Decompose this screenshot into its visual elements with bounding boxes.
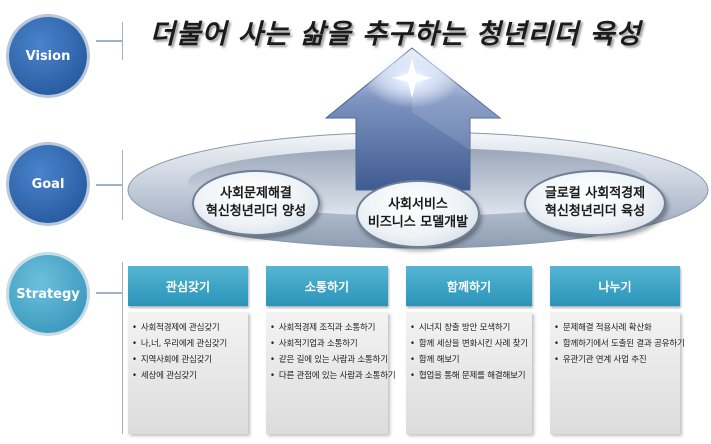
strategy-item: 같은 길에 있는 사람과 소통하기 [270,352,388,368]
vision-circle: Vision [6,14,90,98]
strategy-circle: Strategy [6,252,90,336]
strategy-item: 사회적기업과 소통하기 [270,336,382,352]
goal-item-1: 사회문제해결 혁신청년리더 양성 [192,170,320,236]
goal-bracket-line [96,184,123,186]
strategy-item: 함께 해보기 [410,352,526,368]
goal-item-line2: 혁신청년리더 양성 [205,204,307,219]
goal-item-line2: 혁신청년리더 육성 [544,204,646,219]
goal-item-line1: 사회문제해결 [220,186,292,201]
goal-item-line1: 사회서비스 [388,197,448,212]
strategy-item: 협업을 통해 문제를 해결해보기 [410,368,526,384]
vision-bracket-line [96,40,123,42]
strategy-header-3: 함께하기 [406,266,532,306]
strategy-item: 다른 관점에 있는 사람과 소통하기 [270,368,396,384]
strategy-label: Strategy [16,286,80,302]
strategy-body-4: 문제해결 적용사례 확산화 함께하기에서 도출된 결과 공유하기 유관기관 연계… [550,312,685,434]
strategy-bracket [122,262,123,434]
strategy-body-3: 시너지 창출 방안 모색하기 함께 세상을 변화시킨 사례 찾기 함께 해보기 … [406,312,532,434]
strategy-item: 문제해결 적용사례 확산화 [554,320,674,336]
strategy-body-2: 사회적경제 조직과 소통하기 사회적기업과 소통하기 같은 길에 있는 사람과 … [266,312,396,434]
strategy-item: 함께하기에서 도출된 결과 공유하기 [554,336,685,352]
goal-label: Goal [31,176,65,192]
goal-item-2: 사회서비스 비즈니스 모델개발 [356,180,480,248]
strategy-item: 나,너, 우리에게 관심갖기 [132,336,242,352]
strategy-item: 지역사회에 관심갖기 [132,352,242,368]
strategy-item: 사회적경제에 관심갖기 [132,320,242,336]
goal-item-line1: 글로컬 사회적경제 [544,186,646,201]
strategy-bracket-line [96,292,123,294]
strategy-header-4: 나누기 [550,266,680,306]
goal-circle: Goal [6,142,90,226]
strategy-body-1: 사회적경제에 관심갖기 나,너, 우리에게 관심갖기 지역사회에 관심갖기 세상… [128,312,248,434]
strategy-item: 사회적경제 조직과 소통하기 [270,320,382,336]
goal-item-3: 글로컬 사회적경제 혁신청년리더 육성 [524,170,666,236]
strategy-header-1: 관심갖기 [128,266,248,306]
goal-item-line2: 비즈니스 모델개발 [367,215,469,230]
strategy-item: 함께 세상을 변화시킨 사례 찾기 [410,336,528,352]
strategy-item: 세상에 관심갖기 [132,368,242,384]
strategy-item: 시너지 창출 방안 모색하기 [410,320,526,336]
vision-label: Vision [25,48,71,64]
strategy-item: 유관기관 연계 사업 추진 [554,352,674,368]
page-title: 더불어 사는 삶을 추구하는 청년리더 육성 [150,19,642,50]
strategy-header-2: 소통하기 [266,266,388,306]
